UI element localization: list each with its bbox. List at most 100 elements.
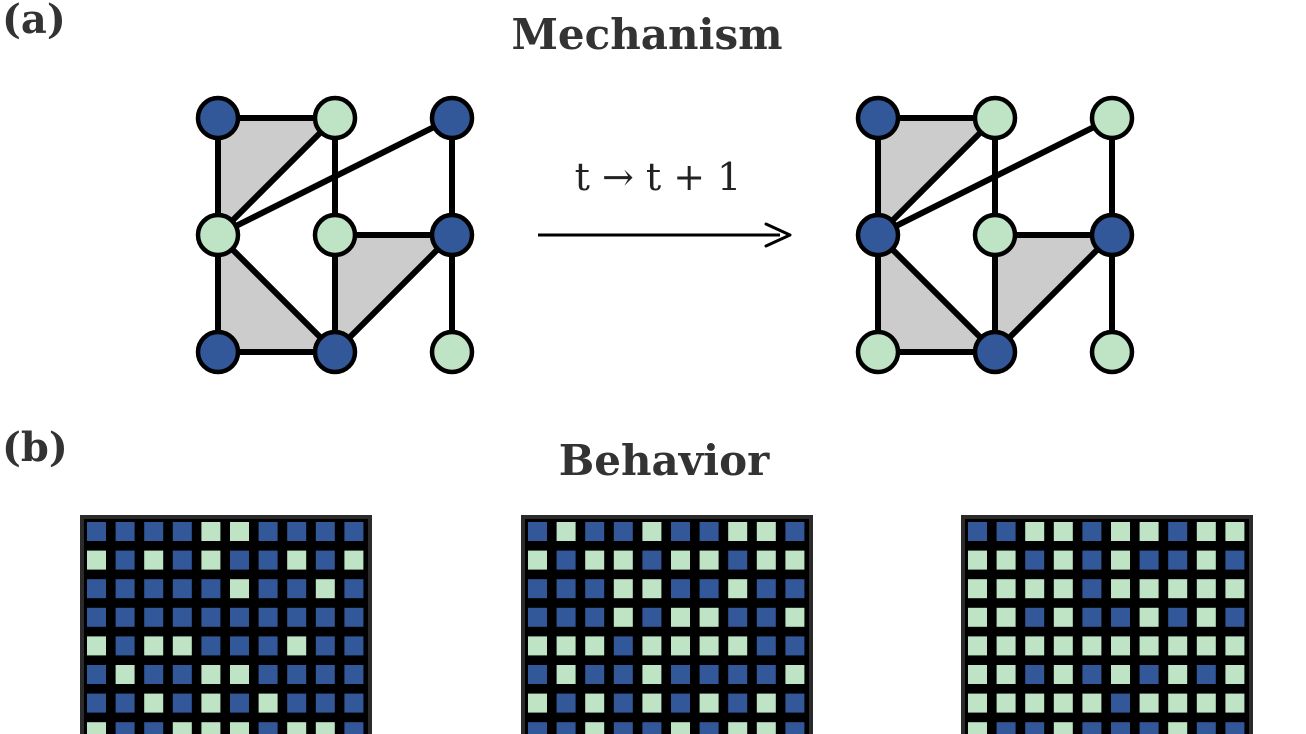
- grid-cell: [201, 665, 221, 684]
- grid-cell: [1196, 665, 1216, 684]
- grid-cell: [996, 636, 1016, 656]
- grid-cell: [1168, 522, 1188, 541]
- grid-cell: [115, 607, 135, 627]
- grid-cell: [756, 607, 776, 627]
- grid-cell: [671, 665, 690, 684]
- grid-cell: [1053, 693, 1073, 713]
- grid-cell: [287, 579, 307, 599]
- grid-cell: [344, 522, 364, 541]
- grid-cell: [728, 693, 748, 713]
- grid-cell: [315, 550, 335, 570]
- grid-cell: [1225, 579, 1245, 599]
- grid-cell: [344, 722, 364, 734]
- grid-cell: [287, 665, 307, 684]
- grid-cell: [699, 693, 719, 713]
- grid-cell: [968, 693, 987, 713]
- grid-cell: [344, 693, 364, 713]
- grid-cell: [1225, 636, 1245, 656]
- grid-cell: [968, 550, 987, 570]
- graph-node-green: [195, 212, 241, 258]
- grid-cell: [258, 722, 278, 734]
- behavior-grid-1: [80, 515, 372, 734]
- grid-cell: [1053, 579, 1073, 599]
- grid-cell: [287, 522, 307, 541]
- grid-cell: [728, 522, 748, 541]
- grid-cell: [728, 550, 748, 570]
- grid-cell: [201, 607, 221, 627]
- grid-cell: [87, 550, 106, 570]
- grid-cell: [613, 522, 633, 541]
- grid-cell: [87, 522, 106, 541]
- grid-cell: [785, 722, 805, 734]
- grid-cell: [968, 722, 987, 734]
- grid-cell: [144, 636, 164, 656]
- grid-cell: [230, 607, 249, 627]
- grid-cell: [1196, 522, 1216, 541]
- graph-node-blue: [312, 329, 358, 375]
- grid-cell: [1225, 693, 1245, 713]
- grid-cell: [1139, 722, 1159, 734]
- grid-cell: [1225, 607, 1245, 627]
- grid-cell: [1053, 522, 1073, 541]
- grid-cell: [315, 693, 335, 713]
- grid-cell: [115, 722, 135, 734]
- grid-cell: [1053, 550, 1073, 570]
- grid-cell: [671, 522, 690, 541]
- grid-cell: [671, 693, 690, 713]
- grid-cell: [87, 665, 106, 684]
- grid-cell: [230, 722, 249, 734]
- grid-cell: [699, 636, 719, 656]
- grid-cell: [585, 693, 605, 713]
- graph-node-green: [972, 212, 1018, 258]
- grid-cell: [528, 722, 547, 734]
- behavior-grid-3: [961, 515, 1253, 734]
- grid-cell: [528, 579, 547, 599]
- grid-cell: [1053, 636, 1073, 656]
- grid-cell: [230, 693, 249, 713]
- panel-a-label: (a): [2, 0, 66, 43]
- grid-cell: [1168, 550, 1188, 570]
- network-after: [855, 95, 1135, 375]
- grid-cell: [1196, 607, 1216, 627]
- grid-cell: [642, 607, 662, 627]
- grid-cell: [115, 665, 135, 684]
- grid-cell: [968, 579, 987, 599]
- grid-cell: [785, 636, 805, 656]
- grid-cell: [699, 665, 719, 684]
- grid-cell: [1082, 607, 1102, 627]
- grid-cell: [1025, 522, 1045, 541]
- grid-cell: [728, 607, 748, 627]
- graph-node-green: [1089, 95, 1135, 141]
- grid-cell: [172, 722, 192, 734]
- grid-cell: [556, 693, 576, 713]
- grid-cell: [785, 550, 805, 570]
- graph-edge: [332, 232, 455, 355]
- grid-cell: [1139, 607, 1159, 627]
- grid-cell: [996, 522, 1016, 541]
- graph-node-blue: [1089, 212, 1135, 258]
- grid-cell: [968, 665, 987, 684]
- grid-cell: [344, 607, 364, 627]
- grid-cell: [671, 579, 690, 599]
- grid-cell: [201, 550, 221, 570]
- grid-cell: [556, 522, 576, 541]
- grid-cell: [642, 522, 662, 541]
- behavior-grids: [80, 515, 1253, 734]
- transition-arrow: t → t + 1: [538, 155, 792, 248]
- grid-cell: [315, 607, 335, 627]
- grid-cell: [642, 579, 662, 599]
- grid-cell: [756, 550, 776, 570]
- graph-edge: [215, 232, 338, 355]
- grid-cell: [1053, 722, 1073, 734]
- grid-cell: [172, 579, 192, 599]
- grid-cell: [144, 722, 164, 734]
- grid-cell: [699, 607, 719, 627]
- grid-cell: [230, 665, 249, 684]
- grid-cell: [258, 522, 278, 541]
- grid-cell: [230, 636, 249, 656]
- grid-cell: [756, 522, 776, 541]
- grid-cell: [1196, 636, 1216, 656]
- grid-cell: [556, 579, 576, 599]
- grid-cell: [585, 522, 605, 541]
- graph-node-blue: [855, 95, 901, 141]
